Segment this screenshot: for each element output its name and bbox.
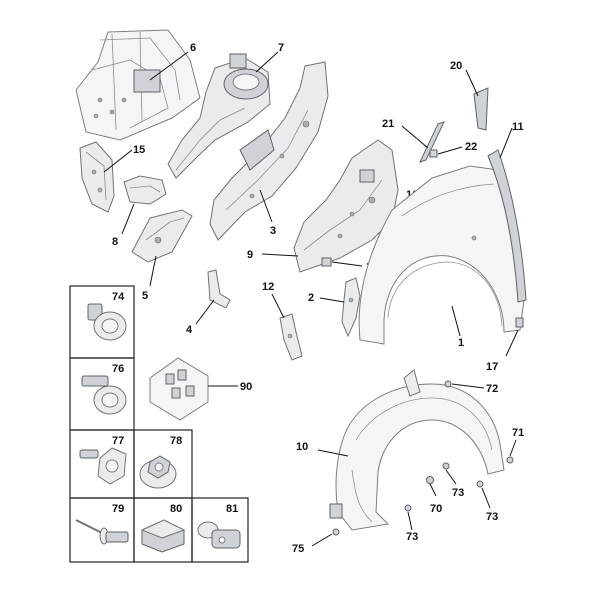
callout-74: 74 <box>112 291 125 303</box>
part-9-inner-arch-panel[interactable] <box>293 139 399 273</box>
leader-70 <box>429 483 437 497</box>
callout-3: 3 <box>270 225 276 237</box>
leader-5 <box>149 255 157 287</box>
part-6-rear-frame[interactable] <box>75 29 201 141</box>
callout-12: 12 <box>262 281 274 293</box>
leader-21 <box>401 125 429 149</box>
leader-9 <box>261 253 299 257</box>
leader-75 <box>311 533 333 547</box>
callout-70: 70 <box>430 503 442 515</box>
callout-90: 90 <box>240 381 252 393</box>
part-5-plate[interactable] <box>131 209 193 263</box>
callout-73-b: 73 <box>486 511 498 523</box>
part-15-bracket[interactable] <box>79 141 115 213</box>
leader-72 <box>451 383 485 389</box>
part-8-bracket[interactable] <box>123 175 167 205</box>
fastener-79-rivet[interactable] <box>75 519 129 545</box>
screw-73-a[interactable] <box>442 462 450 470</box>
fastener-77-flange-screw[interactable] <box>79 447 127 485</box>
leader-73b <box>481 487 491 509</box>
part-21-trim-strip[interactable] <box>419 121 445 163</box>
part-22-clip[interactable] <box>429 149 438 158</box>
callout-8: 8 <box>112 236 118 248</box>
callout-80: 80 <box>170 503 182 515</box>
callout-75: 75 <box>292 543 304 555</box>
leader-11 <box>499 127 513 159</box>
fastener-grid <box>69 285 249 563</box>
callout-73-c: 73 <box>406 531 418 543</box>
callout-5: 5 <box>142 290 148 302</box>
leader-14 <box>331 261 363 267</box>
callout-79: 79 <box>112 503 124 515</box>
leader-73a <box>445 469 457 485</box>
part-11-edge-seal[interactable] <box>487 149 527 303</box>
leader-71 <box>509 439 517 457</box>
leader-10 <box>317 449 349 457</box>
leader-6 <box>149 51 189 81</box>
callout-15: 15 <box>133 144 145 156</box>
leader-17 <box>505 329 519 357</box>
fastener-81-expansion-nut[interactable] <box>197 521 241 549</box>
fastener-76-push-clip[interactable] <box>81 375 127 415</box>
part-12-bracket[interactable] <box>279 313 303 361</box>
callout-72: 72 <box>486 383 498 395</box>
fastener-78-flange-nut[interactable] <box>139 455 177 489</box>
callout-10: 10 <box>296 441 308 453</box>
callout-78: 78 <box>170 435 182 447</box>
part-14-clip[interactable] <box>321 257 332 267</box>
screw-70[interactable] <box>426 476 434 484</box>
leader-15 <box>103 149 133 173</box>
part-3-inner-wheelhouse[interactable] <box>209 61 329 241</box>
leader-12 <box>271 293 285 319</box>
part-10-wheel-arch-liner[interactable] <box>329 369 505 531</box>
callout-73-a: 73 <box>452 487 464 499</box>
callout-22: 22 <box>465 141 477 153</box>
screw-71[interactable] <box>506 456 514 464</box>
part-20-triangle-trim[interactable] <box>473 87 489 131</box>
callout-6: 6 <box>190 42 196 54</box>
part-7-wheel-well[interactable] <box>167 53 271 179</box>
callout-76: 76 <box>112 363 124 375</box>
leader-7 <box>255 51 279 73</box>
fastener-74-push-clip[interactable] <box>87 303 127 341</box>
callout-11: 11 <box>512 121 524 133</box>
leader-73c <box>407 511 413 531</box>
part-17-clip[interactable] <box>515 317 524 328</box>
screw-72[interactable] <box>444 380 452 388</box>
leader-20 <box>465 69 479 97</box>
screw-73-c[interactable] <box>404 504 412 512</box>
part-2-bracket[interactable] <box>341 277 361 338</box>
callout-4: 4 <box>186 324 193 336</box>
leader-1 <box>451 305 461 337</box>
leader-3 <box>259 189 273 223</box>
callout-9: 9 <box>247 249 253 261</box>
callout-81: 81 <box>226 503 238 515</box>
fastener-80-pad[interactable] <box>140 519 186 553</box>
leader-8 <box>121 203 135 235</box>
part-90-fastener-kit[interactable] <box>149 357 209 421</box>
callout-17: 17 <box>486 361 498 373</box>
callout-1: 1 <box>458 337 464 349</box>
callout-20: 20 <box>450 60 462 72</box>
leader-22 <box>437 146 463 155</box>
callout-7: 7 <box>278 42 284 54</box>
part-1-front-wing[interactable] <box>358 165 525 345</box>
screw-75[interactable] <box>332 528 340 536</box>
screw-73-b[interactable] <box>476 480 484 488</box>
callout-77: 77 <box>112 435 124 447</box>
callout-71: 71 <box>512 427 524 439</box>
callout-21: 21 <box>382 118 394 130</box>
leader-2 <box>319 297 345 303</box>
part-4-angle-bracket[interactable] <box>207 269 231 309</box>
leader-4 <box>195 299 215 325</box>
callout-2: 2 <box>308 292 314 304</box>
